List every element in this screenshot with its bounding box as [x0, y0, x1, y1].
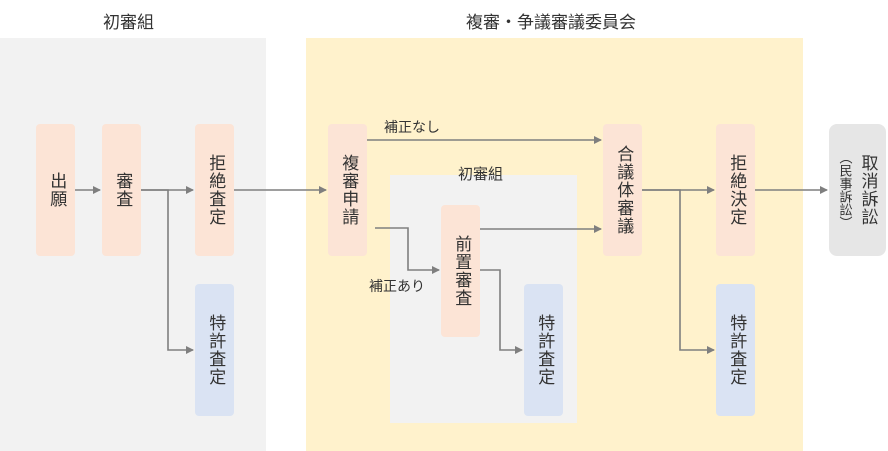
reexam-request-label: 複審申請 [338, 154, 359, 226]
reject-decision-label: 拒絶決定 [726, 154, 747, 226]
with-amendment-label: 補正あり [369, 279, 425, 295]
lawsuit-sub-label: （民事訴訟） [836, 151, 852, 229]
examination-label: 審査 [112, 172, 133, 208]
no-amendment-label: 補正なし [384, 120, 440, 136]
rejection-label: 拒絶査定 [205, 154, 226, 226]
pre-examination-box: 前置審査 [441, 205, 480, 337]
lawsuit-label: 取消訴訟 [857, 154, 878, 226]
lawsuit-box: 取消訴訟 （民事訴訟） [829, 124, 886, 256]
left-region-title: 初審組 [103, 13, 154, 33]
arrow-preexam-grant [480, 269, 523, 354]
arrow-collegial-grant [642, 189, 715, 354]
grant-right-label: 特許査定 [726, 314, 747, 386]
pre-examination-label: 前置審査 [451, 235, 472, 307]
arrow-examination-grant [141, 189, 194, 354]
appeal-region-title: 複審・争議審議委員会 [466, 13, 636, 33]
grant-left-box: 特許査定 [195, 284, 234, 416]
rejection-box: 拒絶査定 [195, 124, 234, 256]
grant-inner-box: 特許査定 [524, 284, 563, 416]
application-label: 出願 [46, 172, 67, 208]
collegial-label: 合議体審議 [613, 145, 634, 235]
collegial-box: 合議体審議 [603, 124, 642, 256]
arrow-reexam-preexam [375, 227, 440, 274]
grant-inner-label: 特許査定 [534, 314, 555, 386]
reject-decision-box: 拒絶決定 [716, 124, 755, 256]
examination-box: 審査 [102, 124, 141, 256]
application-box: 出願 [36, 124, 75, 256]
reexam-request-box: 複審申請 [328, 124, 367, 256]
grant-right-box: 特許査定 [716, 284, 755, 416]
inner-region-title: 初審組 [458, 165, 504, 183]
grant-left-label: 特許査定 [205, 314, 226, 386]
